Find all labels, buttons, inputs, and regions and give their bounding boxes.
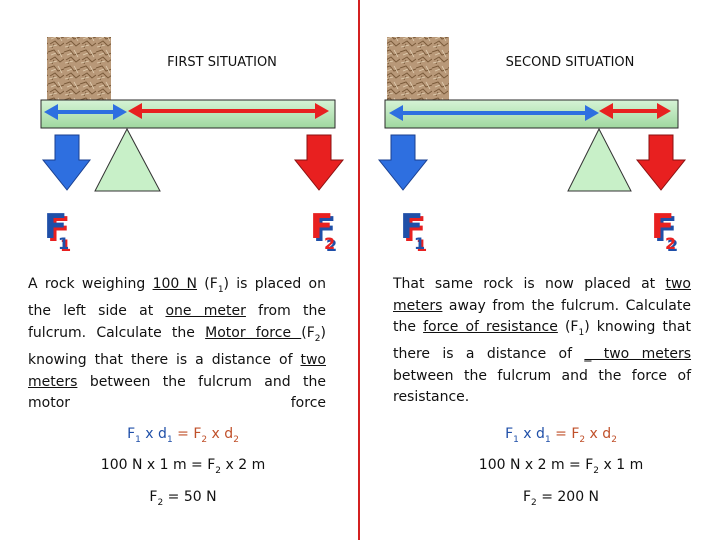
right-blue-force-arrow xyxy=(377,134,429,191)
underlined-phrase: force of resistance xyxy=(423,319,558,335)
underlined-phrase: _ two meters xyxy=(584,346,692,363)
text-run: away from the fulcrum. Calculate the xyxy=(393,297,691,336)
underlined-phrase: Motor force xyxy=(205,324,302,341)
subscript: 1 xyxy=(217,284,224,295)
right-rock xyxy=(387,37,449,100)
underlined-phrase: one meter xyxy=(165,303,246,320)
left-blue-force-arrow xyxy=(41,134,92,191)
left-red-force-arrow xyxy=(293,134,345,191)
svg-text:1: 1 xyxy=(58,234,69,253)
svg-text:2: 2 xyxy=(665,234,676,253)
underlined-phrase: two meters xyxy=(28,352,326,390)
right-equation-3: F2 = 200 N xyxy=(522,489,600,508)
right-fulcrum xyxy=(567,127,632,192)
svg-text:F: F xyxy=(651,207,674,247)
right-red-force-arrow xyxy=(635,134,687,191)
second-situation-title: SECOND SITUATION xyxy=(505,55,635,70)
left-f2-label: F F 2 2 xyxy=(310,207,337,255)
svg-text:F: F xyxy=(47,210,70,250)
text-run: between the fulcrum and the force of res… xyxy=(393,367,691,406)
text-run: (F xyxy=(557,319,579,335)
text-run: A rock weighing xyxy=(28,276,153,292)
left-rock xyxy=(47,37,111,100)
svg-text:F: F xyxy=(403,210,426,250)
underlined-phrase: two meters xyxy=(393,276,691,314)
svg-text:1: 1 xyxy=(414,234,425,253)
right-lever-diagram xyxy=(377,37,687,192)
svg-text:F: F xyxy=(310,207,333,247)
svg-text:1: 1 xyxy=(60,236,71,255)
subscript: 2 xyxy=(314,333,321,344)
svg-text:2: 2 xyxy=(326,236,337,255)
left-equation-1: F1 x d1 = F2 x d2 xyxy=(127,426,239,445)
text-run: (F xyxy=(197,276,218,292)
svg-text:1: 1 xyxy=(416,236,427,255)
right-equation-1: F1 x d1 = F2 x d2 xyxy=(505,426,617,445)
text-run: ) knowing that there is a distance of xyxy=(28,324,326,369)
right-f2-label: F F 2 2 xyxy=(651,207,678,255)
svg-text:F: F xyxy=(313,210,336,250)
text-run: ) knowing that there is a distance of xyxy=(393,319,691,363)
first-situation-title: FIRST SITUATION xyxy=(167,55,277,70)
svg-text:F: F xyxy=(400,207,423,247)
left-equation-2: 100 N x 1 m = F2 x 2 m xyxy=(100,457,266,476)
subscript: 1 xyxy=(578,327,585,338)
text-run: ) is placed on the left side at xyxy=(28,276,326,320)
text-run: from the fulcrum. Calculate the xyxy=(28,303,326,341)
right-equation-2: 100 N x 2 m = F2 x 1 m xyxy=(478,457,644,476)
svg-text:F: F xyxy=(44,207,67,247)
text-run: between the fulcrum and the motor force xyxy=(28,373,326,412)
left-fulcrum xyxy=(94,127,161,192)
svg-text:2: 2 xyxy=(667,236,678,255)
right-f1-label: F F 1 1 xyxy=(400,207,427,255)
text-run: That same rock is now placed at xyxy=(393,276,666,292)
right-problem-text: That same rock is now placed at two mete… xyxy=(393,274,691,409)
left-f1-label: F F 1 1 xyxy=(44,207,71,255)
left-lever-diagram xyxy=(40,37,345,192)
left-equation-3: F2 = 50 N xyxy=(149,489,217,508)
left-problem-text: A rock weighing 100 N (F1) is placed on … xyxy=(28,274,326,415)
svg-text:2: 2 xyxy=(324,234,335,253)
underlined-phrase: 100 N xyxy=(152,276,198,292)
text-run: (F xyxy=(301,324,315,341)
svg-text:F: F xyxy=(654,210,677,250)
